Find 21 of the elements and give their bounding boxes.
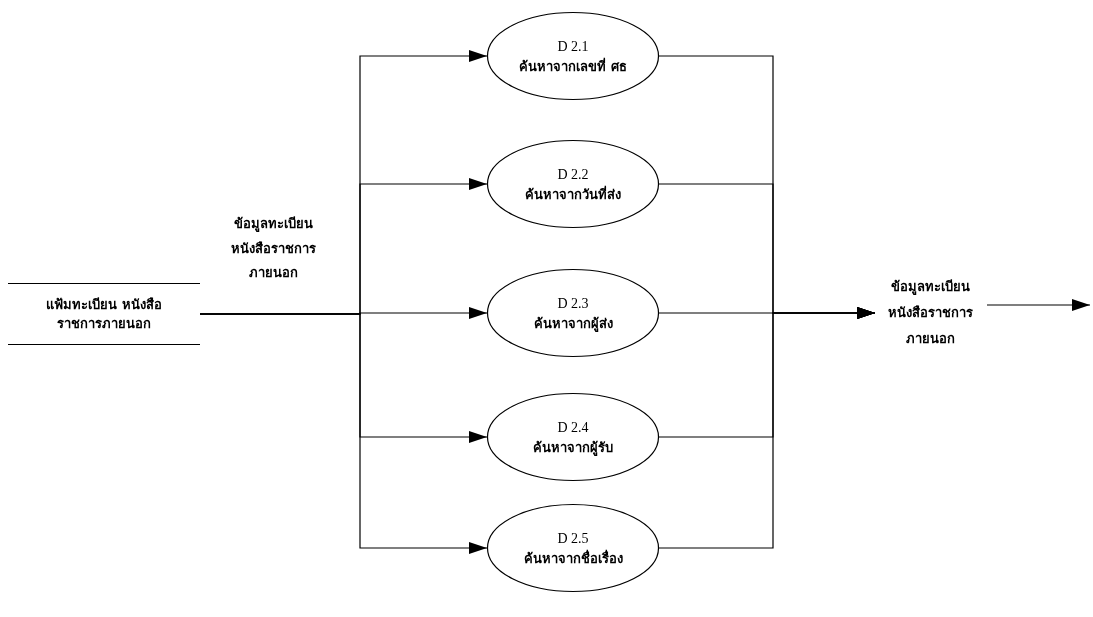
process-id: D 2.3 bbox=[557, 294, 589, 313]
process-name: ค้นหาจากเลขที่ ศธ bbox=[519, 56, 627, 76]
process-name: ค้นหาจากวันที่ส่ง bbox=[525, 184, 621, 204]
process-name: ค้นหาจากชื่อเรื่อง bbox=[523, 548, 623, 568]
process-id: D 2.5 bbox=[557, 529, 589, 548]
process-name: ค้นหาจากผู้รับ bbox=[533, 438, 613, 458]
data-store bbox=[8, 283, 200, 345]
process-ellipse bbox=[487, 12, 659, 100]
process-ellipse bbox=[487, 504, 659, 592]
process-id: D 2.4 bbox=[557, 418, 589, 437]
process-ellipse bbox=[487, 269, 659, 357]
arrow bbox=[658, 307, 876, 549]
arrow bbox=[986, 299, 1091, 311]
arrow bbox=[199, 313, 488, 554]
process-ellipse bbox=[487, 140, 659, 228]
process-id: D 2.2 bbox=[557, 165, 589, 184]
process-ellipse bbox=[487, 393, 659, 481]
process-name: ค้นหาจากผู้ส่ง bbox=[533, 314, 613, 334]
data-flow-label: ข้อมูลทะเบียน หนังสือราชการ ภายนอก bbox=[886, 278, 974, 348]
data-store-name: แฟ้มทะเบียน หนังสือราชการภายนอก bbox=[45, 295, 163, 333]
process-id: D 2.1 bbox=[557, 37, 589, 56]
